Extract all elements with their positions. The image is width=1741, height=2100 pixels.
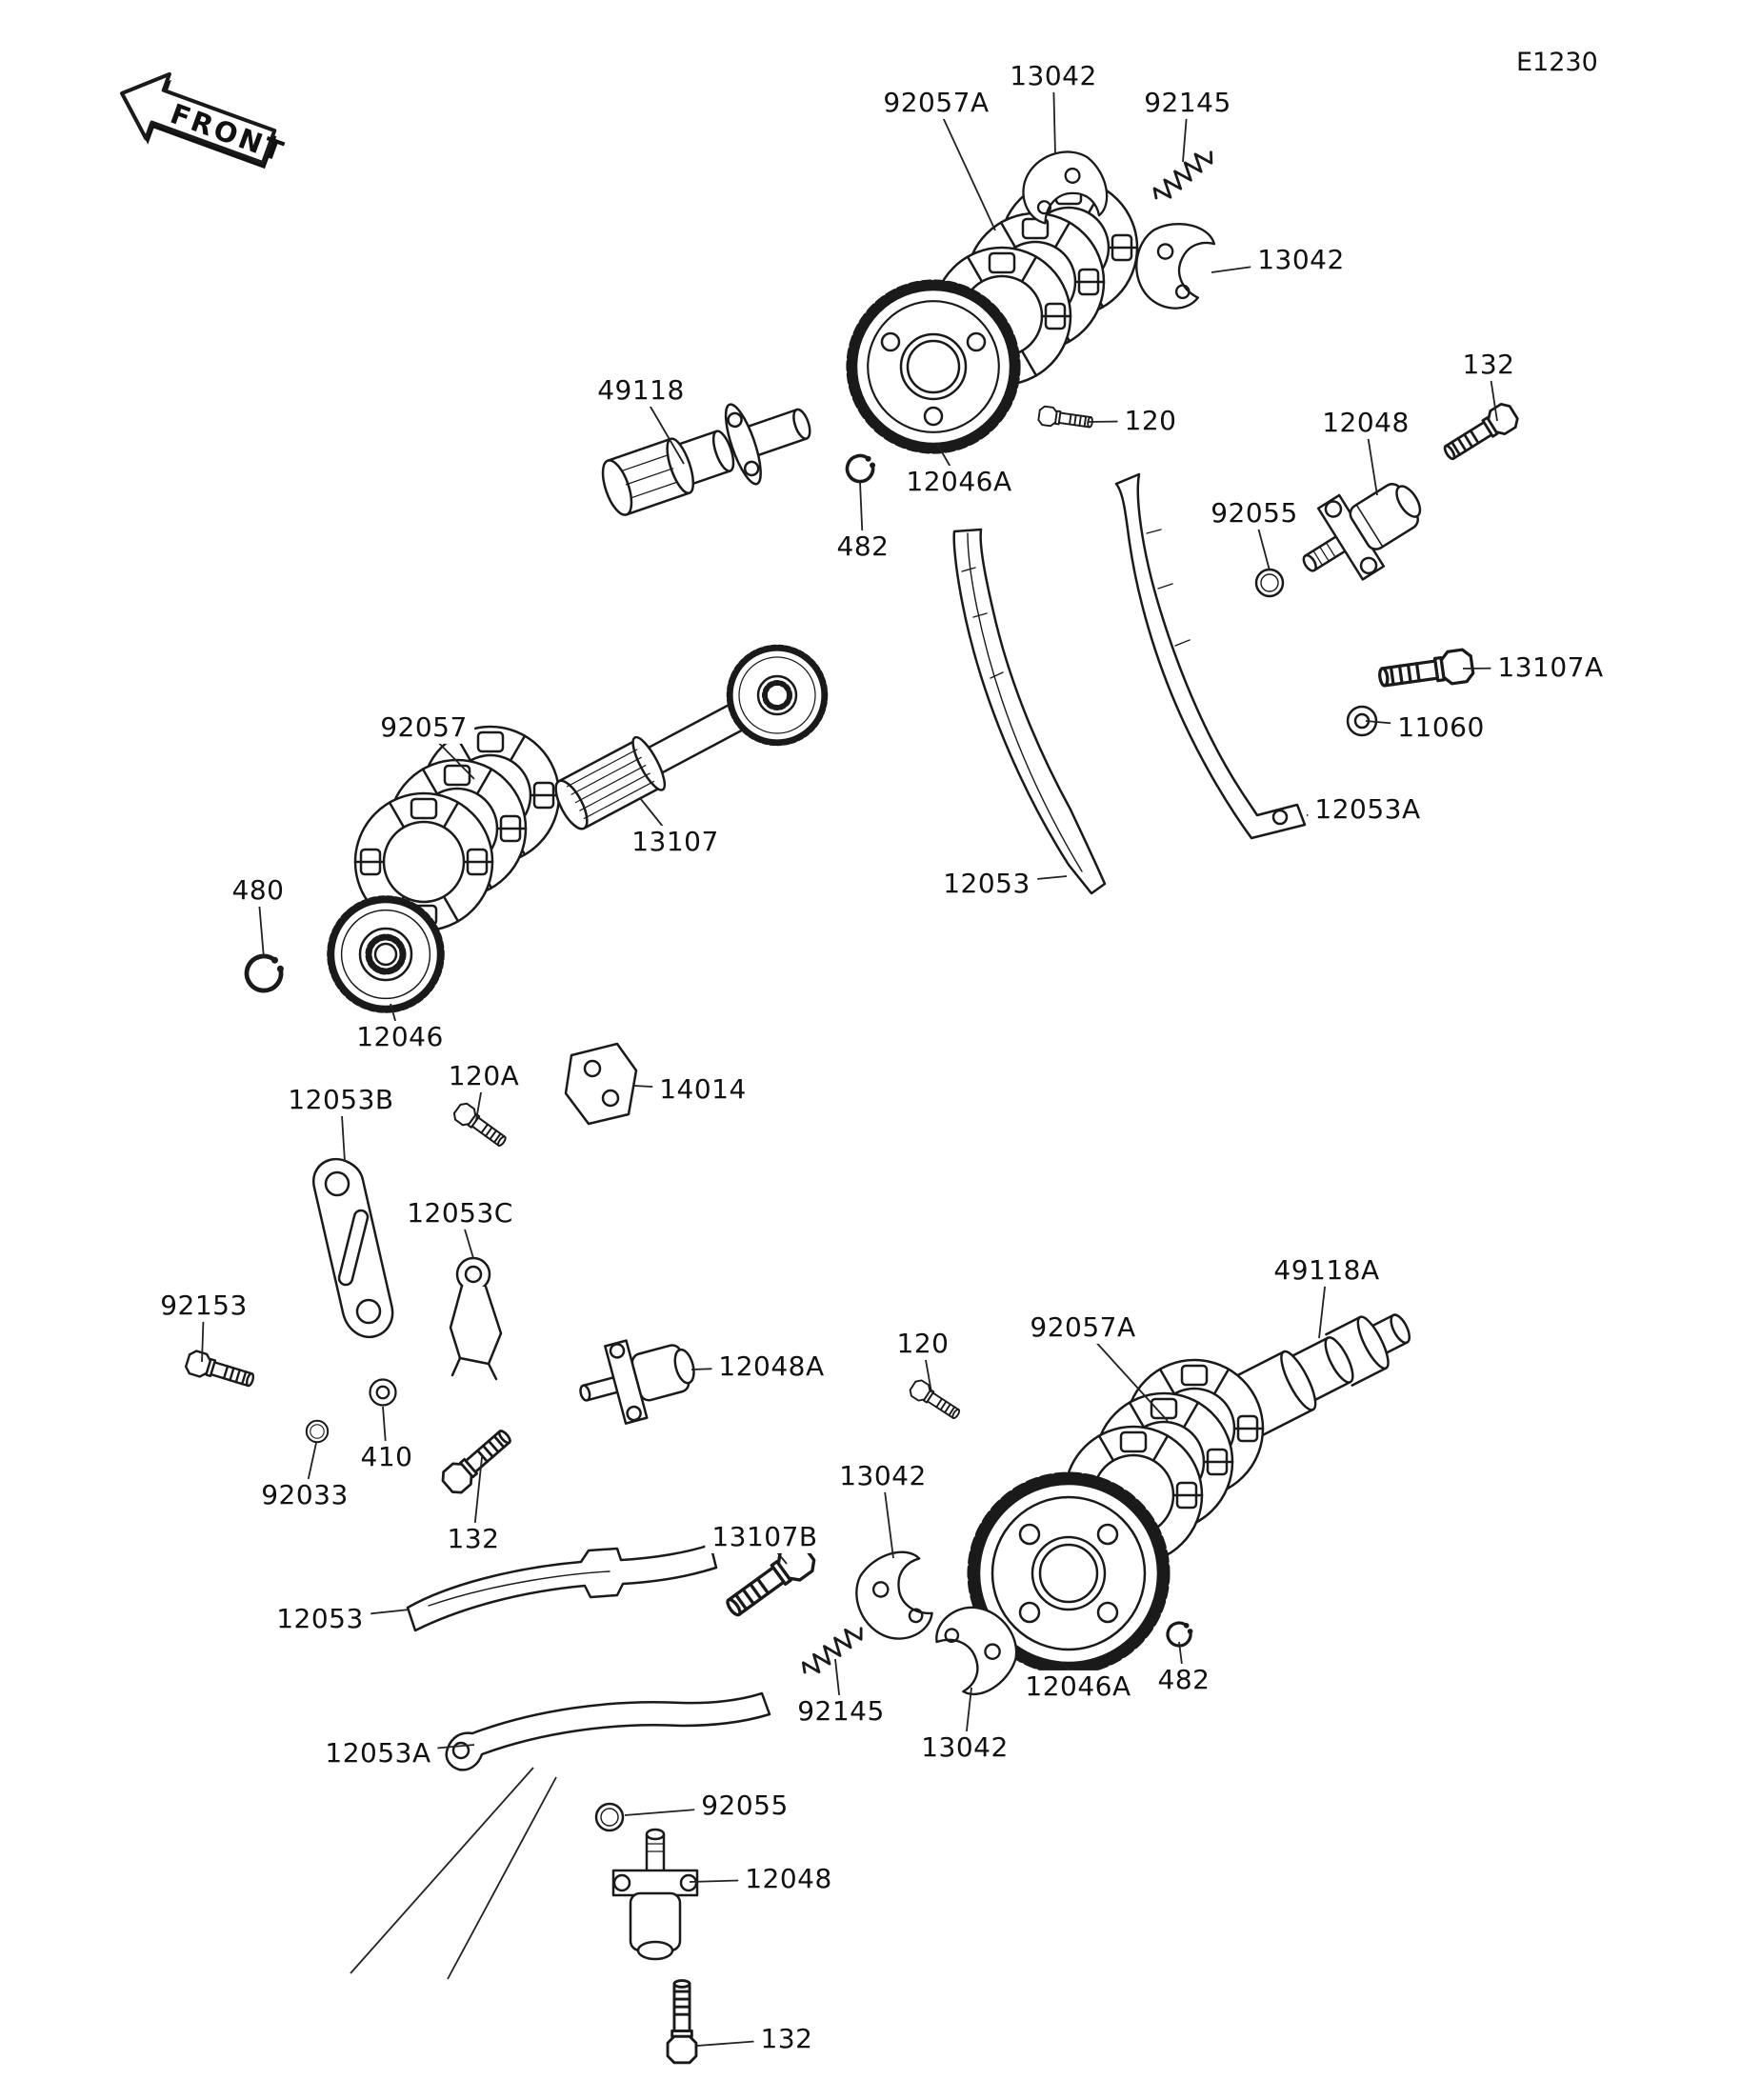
part-callout-92055: 92055 bbox=[694, 1789, 795, 1823]
part-callout-13107A: 13107A bbox=[1491, 650, 1611, 685]
part-callout-13042: 13042 bbox=[1003, 59, 1104, 93]
guide-bracket-14014 bbox=[564, 1042, 638, 1126]
part-callout-92145: 92145 bbox=[1137, 86, 1238, 120]
part-callout-132: 132 bbox=[440, 1522, 507, 1556]
part-callout-92057A: 92057A bbox=[876, 86, 996, 120]
guide-holder-12053c bbox=[449, 1256, 503, 1381]
part-callout-120: 120 bbox=[1117, 404, 1184, 438]
part-callout-14014: 14014 bbox=[652, 1072, 753, 1107]
chain-guide-rear bbox=[406, 1543, 718, 1632]
part-callout-92057: 92057 bbox=[373, 710, 474, 745]
part-callout-92145: 92145 bbox=[790, 1694, 891, 1729]
part-callout-49118: 49118 bbox=[590, 373, 691, 408]
part-callout-13042: 13042 bbox=[914, 1730, 1015, 1765]
part-callout-12053C: 12053C bbox=[400, 1196, 520, 1230]
part-callout-92153: 92153 bbox=[153, 1289, 254, 1323]
part-callout-12053B: 12053B bbox=[281, 1083, 401, 1117]
part-callout-12053A: 12053A bbox=[1308, 792, 1428, 827]
part-callout-12053A: 12053A bbox=[318, 1736, 438, 1770]
chain-guide-front-2 bbox=[1114, 472, 1307, 840]
part-callout-12053: 12053 bbox=[936, 867, 1037, 901]
part-callout-49118A: 49118A bbox=[1267, 1253, 1387, 1288]
cam-sprocket-front bbox=[851, 285, 1015, 449]
balancer-gear-12046 bbox=[330, 899, 441, 1010]
part-callout-132: 132 bbox=[753, 2022, 820, 2056]
circlip-482-front bbox=[845, 453, 876, 484]
part-callout-132: 132 bbox=[1455, 348, 1522, 382]
part-callout-12046: 12046 bbox=[350, 1020, 450, 1054]
part-callout-92057A: 92057A bbox=[1023, 1310, 1143, 1345]
part-callout-13107: 13107 bbox=[625, 825, 726, 859]
part-callout-13042: 13042 bbox=[832, 1459, 933, 1493]
part-callout-12046A: 12046A bbox=[899, 465, 1019, 499]
chain-tensioner-rear bbox=[611, 1828, 699, 1961]
part-callout-482: 482 bbox=[1151, 1663, 1217, 1697]
guide-plate-12053b bbox=[312, 1157, 394, 1339]
part-callout-11060: 11060 bbox=[1391, 710, 1491, 745]
page-code: E1230 bbox=[1516, 48, 1598, 77]
part-callout-92033: 92033 bbox=[254, 1478, 355, 1512]
part-callout-410: 410 bbox=[353, 1440, 420, 1474]
camshaft-front bbox=[601, 403, 811, 516]
part-callout-12046A: 12046A bbox=[1018, 1670, 1138, 1704]
part-callout-13042: 13042 bbox=[1251, 243, 1351, 277]
part-callout-12048: 12048 bbox=[1315, 406, 1416, 440]
circlip-482-rear bbox=[1166, 1621, 1193, 1648]
leader-line bbox=[935, 102, 996, 231]
part-callout-120A: 120A bbox=[441, 1059, 527, 1093]
construction-line bbox=[350, 1767, 534, 1974]
part-callout-120: 120 bbox=[890, 1327, 956, 1361]
circlip-480 bbox=[247, 956, 284, 990]
part-callout-92055: 92055 bbox=[1204, 496, 1305, 530]
part-callout-482: 482 bbox=[830, 530, 896, 564]
part-callout-480: 480 bbox=[225, 873, 291, 908]
part-callout-12048A: 12048A bbox=[711, 1350, 831, 1384]
part-callout-13107B: 13107B bbox=[705, 1520, 825, 1554]
part-callout-12048: 12048 bbox=[738, 1862, 839, 1896]
balancer-sprocket bbox=[730, 648, 825, 743]
chain-tensioner-12048a bbox=[579, 1339, 695, 1425]
chain-guide-rear-2 bbox=[445, 1691, 771, 1771]
part-callout-12053: 12053 bbox=[270, 1602, 370, 1636]
cam-sprocket-rear bbox=[973, 1478, 1164, 1669]
chain-tensioner-front bbox=[1302, 483, 1422, 581]
chain-guide-front bbox=[952, 528, 1107, 895]
construction-line bbox=[447, 1776, 557, 1980]
